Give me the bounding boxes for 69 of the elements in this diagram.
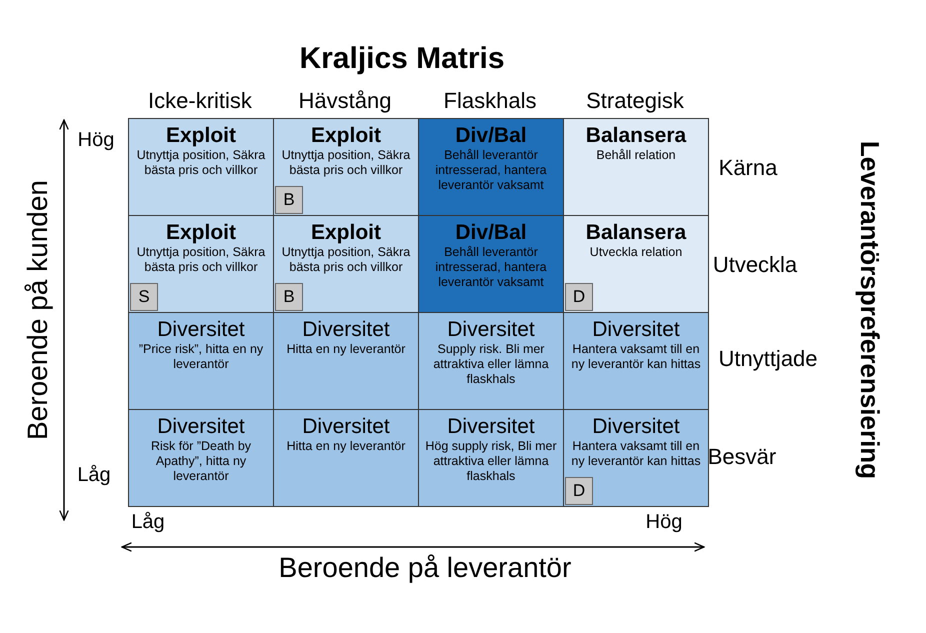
matrix-cell xyxy=(563,312,709,410)
cell-heading: Exploit xyxy=(164,123,237,148)
matrix-cell xyxy=(273,409,419,507)
cell-heading: Diversitet xyxy=(156,317,246,342)
axis-label: Hög xyxy=(646,510,682,534)
marker-square: S xyxy=(130,283,158,311)
cell-heading: Diversitet xyxy=(591,317,681,342)
matrix-cell xyxy=(418,312,564,410)
cell-heading: Diversitet xyxy=(446,317,536,342)
axis-label: Hög xyxy=(78,128,114,152)
cell-heading: Diversitet xyxy=(446,414,536,439)
cell-heading: Diversitet xyxy=(301,317,391,342)
matrix-cell xyxy=(128,409,274,507)
axis-title: Beroende på kunden xyxy=(22,180,54,440)
cell-heading: Div/Bal xyxy=(454,220,528,245)
cell-description: Hitta en ny leverantör xyxy=(286,439,406,454)
axis-label: Besvär xyxy=(708,444,776,470)
cell-description: Behåll leverantör intresserad, hantera leverantör vaksamt xyxy=(434,245,548,290)
cell-heading: Exploit xyxy=(164,220,237,245)
matrix-cell xyxy=(128,118,274,216)
matrix-cell xyxy=(273,312,419,410)
marker-square: D xyxy=(565,477,593,505)
marker-square: D xyxy=(565,283,593,311)
matrix-cell xyxy=(273,118,419,216)
axis-label: Icke-kritisk xyxy=(148,88,252,114)
axis-title: Leverantörspreferensiering xyxy=(855,140,885,480)
cell-heading: Diversitet xyxy=(301,414,391,439)
cell-description: Utnyttja position, Säkra bästa pris och villkor xyxy=(280,148,412,178)
matrix-cell xyxy=(128,312,274,410)
cell-description: Risk för ”Death by Apathy”, hitta ny leverantör xyxy=(150,439,252,484)
axis-label: Utveckla xyxy=(712,252,798,278)
axis-label: Flaskhals xyxy=(444,88,536,114)
cell-description: Behåll relation xyxy=(595,148,677,163)
axis-label: Strategisk xyxy=(586,88,684,114)
axis-label: Kärna xyxy=(718,155,778,181)
matrix-cell xyxy=(563,118,709,216)
cell-description: ”Price risk”, hitta en ny leverantör xyxy=(138,342,264,372)
cell-heading: Diversitet xyxy=(156,414,246,439)
matrix-cell xyxy=(273,215,419,313)
axis-label: Beroende på leverantör xyxy=(278,552,572,584)
cell-description: Hantera vaksamt till en ny leverantör kan hittas xyxy=(570,439,702,469)
cell-heading: Exploit xyxy=(310,220,382,245)
matrix-cell xyxy=(418,215,564,313)
matrix-cell xyxy=(418,118,564,216)
cell-description: Supply risk. Bli mer attraktiva eller lämna flaskhals xyxy=(432,342,550,387)
cell-heading: Diversitet xyxy=(591,414,681,439)
axis-label: Utnyttjade xyxy=(718,346,818,372)
axis-label: Hävstång xyxy=(298,88,392,114)
matrix-cell xyxy=(418,409,564,507)
cell-description: Behåll leverantör intresserad, hantera leverantör vaksamt xyxy=(434,148,548,193)
cell-description: Utnyttja position, Säkra bästa pris och villkor xyxy=(136,245,266,275)
cell-heading: Div/Bal xyxy=(454,123,528,148)
cell-description: Utveckla relation xyxy=(588,245,684,260)
matrix-cell xyxy=(128,215,274,313)
chart-title: Kraljics Matris xyxy=(298,42,506,76)
cell-description: Utnyttja position, Säkra bästa pris och villkor xyxy=(280,245,412,275)
cell-heading: Balansera xyxy=(584,123,688,148)
axis-label: Låg xyxy=(77,463,111,487)
cell-description: Hitta en ny leverantör xyxy=(286,342,406,357)
cell-description: Hantera vaksamt till en ny leverantör kan hittas xyxy=(570,342,702,372)
matrix-cell xyxy=(563,215,709,313)
cell-heading: Exploit xyxy=(310,123,382,148)
cell-heading: Balansera xyxy=(584,220,688,245)
cell-description: Utnyttja position, Säkra bästa pris och villkor xyxy=(136,148,266,178)
marker-square: B xyxy=(275,186,303,214)
marker-square: B xyxy=(275,283,303,311)
matrix-cell xyxy=(563,409,709,507)
cell-description: Hög supply risk, Bli mer attraktiva eller lämna flaskhals xyxy=(424,439,558,484)
axis-label: Låg xyxy=(131,510,165,534)
